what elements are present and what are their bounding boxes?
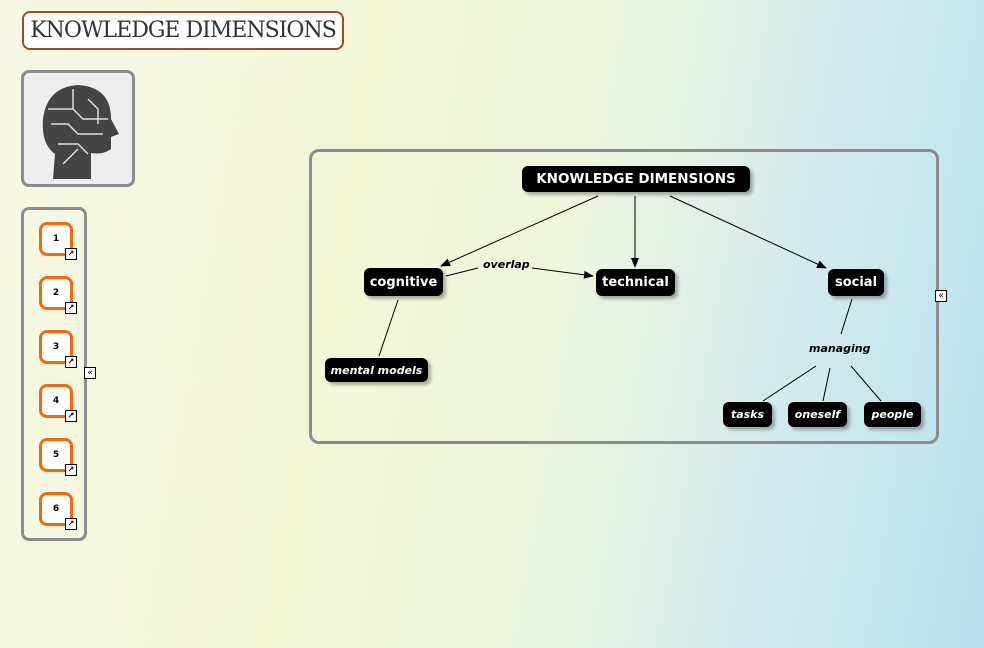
nav-button-1[interactable]: 1↗ xyxy=(39,222,77,260)
link-label-overlap: overlap xyxy=(483,258,530,271)
link-overlap-technical xyxy=(531,267,594,279)
arrow-up-right-icon: ↗ xyxy=(65,410,77,422)
nav-label: 4 xyxy=(52,396,60,406)
link-managing-oneself xyxy=(822,367,831,402)
collapse-nav-button[interactable]: « xyxy=(84,367,96,379)
slide-nav: 1↗ 2↗ 3↗ 4↗ 5↗ 6↗ xyxy=(21,207,87,541)
nav-button-4[interactable]: 4↗ xyxy=(39,384,77,422)
node-people[interactable]: people xyxy=(864,402,921,427)
circuit-head-icon xyxy=(42,84,119,179)
link-root-cognitive xyxy=(440,195,599,267)
nav-label: 3 xyxy=(52,342,60,352)
nav-button-6[interactable]: 6↗ xyxy=(39,492,77,530)
arrow-up-right-icon: ↗ xyxy=(65,356,77,368)
link-managing-tasks xyxy=(762,365,817,402)
nav-button-5[interactable]: 5↗ xyxy=(39,438,77,476)
arrow-up-right-icon: ↗ xyxy=(65,464,77,476)
circuit-head-image xyxy=(21,70,135,187)
nav-button-3[interactable]: 3↗ xyxy=(39,330,77,368)
collapse-panel-button[interactable]: « xyxy=(935,290,947,302)
node-mental-models[interactable]: mental models xyxy=(325,358,428,382)
node-tasks[interactable]: tasks xyxy=(723,402,772,427)
link-cognitive-mental xyxy=(378,299,399,357)
link-managing-people xyxy=(850,365,882,402)
link-social-managing xyxy=(840,298,853,335)
arrow-up-right-icon: ↗ xyxy=(65,518,77,530)
arrow-up-right-icon: ↗ xyxy=(65,302,77,314)
node-knowledge-dimensions[interactable]: KNOWLEDGE DIMENSIONS xyxy=(522,166,750,192)
nav-label: 6 xyxy=(52,504,60,514)
nav-label: 5 xyxy=(52,450,60,460)
node-social[interactable]: social xyxy=(828,269,884,296)
node-technical[interactable]: technical xyxy=(596,269,675,296)
link-root-social xyxy=(669,195,827,269)
nav-label: 2 xyxy=(52,288,60,298)
arrow-up-right-icon: ↗ xyxy=(65,248,77,260)
node-cognitive[interactable]: cognitive xyxy=(364,268,443,296)
nav-label: 1 xyxy=(52,234,60,244)
link-label-managing: managing xyxy=(809,342,871,355)
node-oneself[interactable]: oneself xyxy=(788,402,847,427)
nav-button-2[interactable]: 2↗ xyxy=(39,276,77,314)
link-cognitive-overlap xyxy=(445,267,479,277)
page-title: KNOWLEDGE DIMENSIONS xyxy=(22,11,344,50)
